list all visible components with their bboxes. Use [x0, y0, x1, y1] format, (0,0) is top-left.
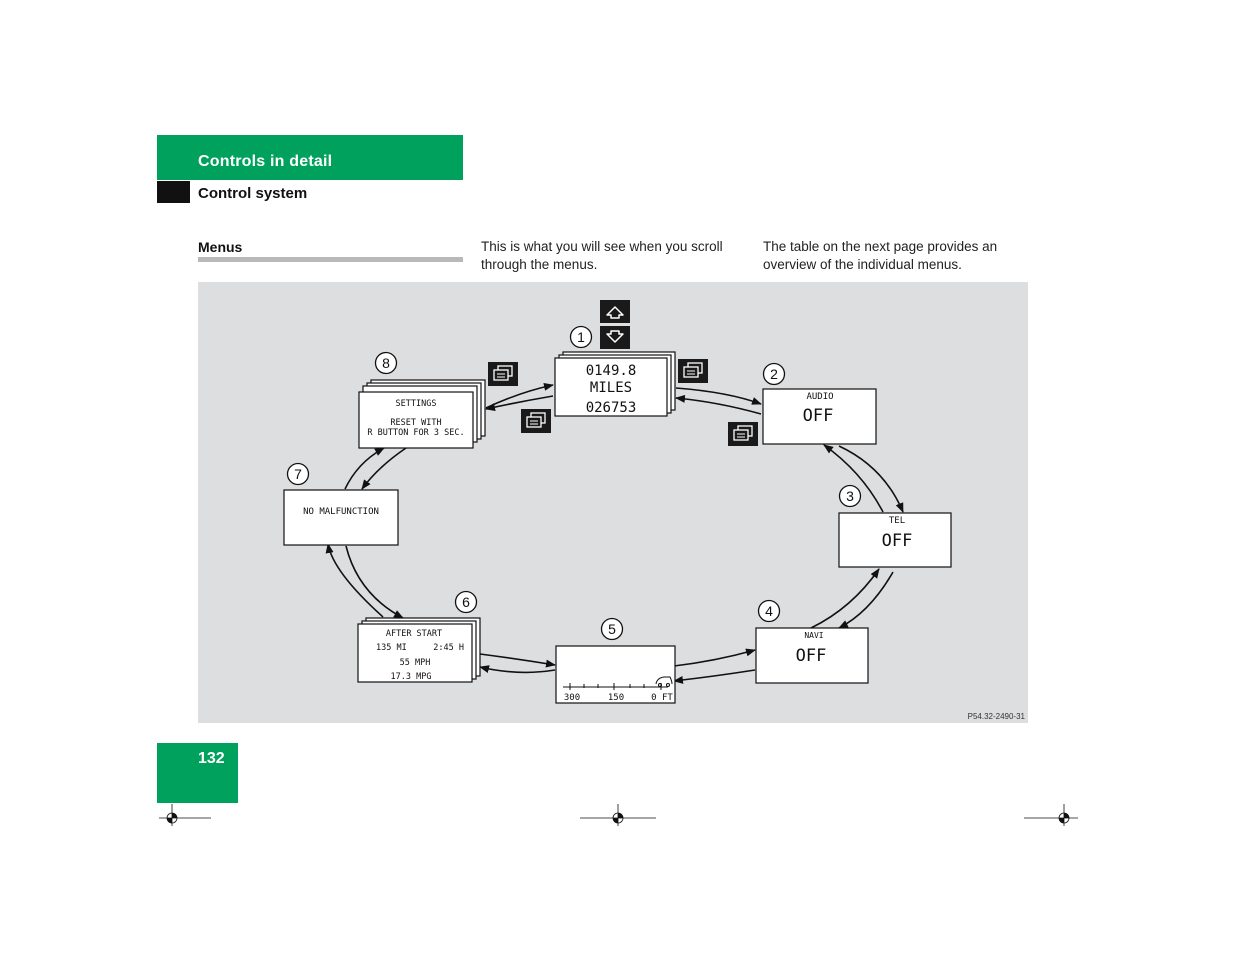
- arrow-3-to-4: [838, 571, 894, 629]
- scale-150: 150: [608, 693, 624, 703]
- car-icon: [655, 676, 673, 687]
- arrow-8-to-7: [361, 447, 407, 490]
- distance-since-start: 135 MI: [376, 643, 407, 653]
- settings-label: SETTINGS: [396, 399, 437, 409]
- section-title: Controls in detail: [198, 153, 333, 170]
- page-back-button-icon: [521, 409, 551, 433]
- subsection-title: Control system: [198, 185, 308, 202]
- after-start-label: AFTER START: [386, 629, 442, 639]
- arrow-2-to-3: [838, 445, 904, 513]
- badge-4: [757, 599, 781, 623]
- audio-label: AUDIO: [806, 392, 833, 402]
- arrow-1-to-2: [675, 387, 762, 405]
- menu-3-telephone-display: TEL OFF: [838, 512, 952, 568]
- menu-8-settings-display: SETTINGS RESET WITH R BUTTON FOR 3 SEC.: [358, 379, 486, 449]
- arrow-7-to-6: [345, 545, 404, 619]
- average-consumption: 17.3 MPG: [391, 672, 432, 682]
- badge-4-number: 4: [765, 603, 773, 619]
- arrow-6-to-5: [479, 653, 556, 668]
- badge-6: [454, 590, 478, 614]
- down-arrow-button-icon: [600, 326, 630, 349]
- menus-heading: Menus: [198, 239, 243, 255]
- crop-mark-center-icon: [580, 804, 656, 826]
- crop-mark-left-icon: [159, 804, 211, 826]
- badge-8-number: 8: [382, 355, 390, 371]
- badge-2: [762, 362, 786, 386]
- page-number: 132: [198, 750, 225, 767]
- trip-unit: MILES: [590, 380, 632, 396]
- menu-cycle-diagram: 0149.8 MILES 026753 AUDIO OFF TEL OFF NA…: [283, 300, 1026, 721]
- badge-5-number: 5: [608, 621, 616, 637]
- arrow-4-to-3: [810, 568, 880, 629]
- badge-3-number: 3: [846, 488, 854, 504]
- scale-0-ft: 0 FT: [651, 693, 673, 703]
- intro-paragraph-right: The table on the next page provides an o…: [763, 239, 998, 272]
- audio-value: OFF: [803, 406, 834, 426]
- heading-rule: [198, 257, 463, 262]
- arrow-1-to-8: [485, 395, 554, 411]
- menu-6-trip-computer-display: AFTER START 135 MI 2:45 H 55 MPH 17.3 MP…: [357, 617, 481, 683]
- arrow-3-to-2: [823, 444, 884, 513]
- menu-2-audio-display: AUDIO OFF: [762, 388, 877, 445]
- badge-5: [600, 617, 624, 641]
- up-arrow-button-icon: [600, 300, 630, 323]
- menu-5-parking-display: 300 150 0 FT: [555, 645, 676, 704]
- arrow-5-to-6: [479, 665, 556, 674]
- tel-label: TEL: [889, 516, 905, 526]
- arrow-6-to-7: [325, 543, 384, 618]
- tel-value: OFF: [882, 531, 913, 551]
- page-back-button-icon-2: [728, 422, 758, 446]
- badge-7-number: 7: [294, 466, 302, 482]
- arrow-7-to-8: [344, 447, 385, 490]
- time-since-start: 2:45 H: [433, 643, 464, 653]
- arrow-5-to-4: [673, 648, 756, 667]
- trip-distance: 0149.8: [586, 363, 637, 379]
- badge-1-number: 1: [577, 329, 585, 345]
- menu-7-malfunction-display: NO MALFUNCTION: [283, 489, 399, 546]
- page-forward-button-icon: [488, 362, 518, 386]
- menu-cycle-figure: 0149.8 MILES 026753 AUDIO OFF TEL OFF NA…: [198, 282, 1028, 723]
- navi-label: NAVI: [804, 631, 823, 640]
- scale-300: 300: [564, 693, 580, 703]
- arrow-8-to-1: [485, 382, 554, 409]
- arrow-2-to-1: [675, 394, 762, 415]
- cycle-arrows: [325, 382, 904, 684]
- settings-reset-line2: R BUTTON FOR 3 SEC.: [367, 428, 464, 438]
- badge-8: [374, 351, 398, 375]
- figure-code: P54.32-2490-31: [968, 712, 1026, 721]
- average-speed: 55 MPH: [400, 658, 431, 668]
- badge-6-number: 6: [462, 594, 470, 610]
- settings-reset-line1: RESET WITH: [390, 418, 441, 428]
- page-forward-button-icon-2: [678, 359, 708, 383]
- intro-paragraph-left: This is what you will see when you scrol…: [481, 239, 723, 272]
- odometer: 026753: [586, 400, 637, 416]
- page-number-box: [157, 743, 238, 803]
- crop-mark-right-icon: [1024, 804, 1078, 826]
- badge-2-number: 2: [770, 366, 778, 382]
- malfunction-status: NO MALFUNCTION: [303, 507, 379, 517]
- header-bar: [157, 135, 463, 180]
- menu-4-navigation-display: NAVI OFF: [755, 627, 869, 684]
- navi-value: OFF: [796, 646, 827, 666]
- badge-1: [569, 325, 593, 349]
- badge-3: [838, 484, 862, 508]
- arrow-4-to-5: [673, 669, 756, 684]
- subsection-marker: [157, 181, 190, 203]
- badge-7: [286, 462, 310, 486]
- menu-1-trip-display: 0149.8 MILES 026753: [554, 351, 676, 417]
